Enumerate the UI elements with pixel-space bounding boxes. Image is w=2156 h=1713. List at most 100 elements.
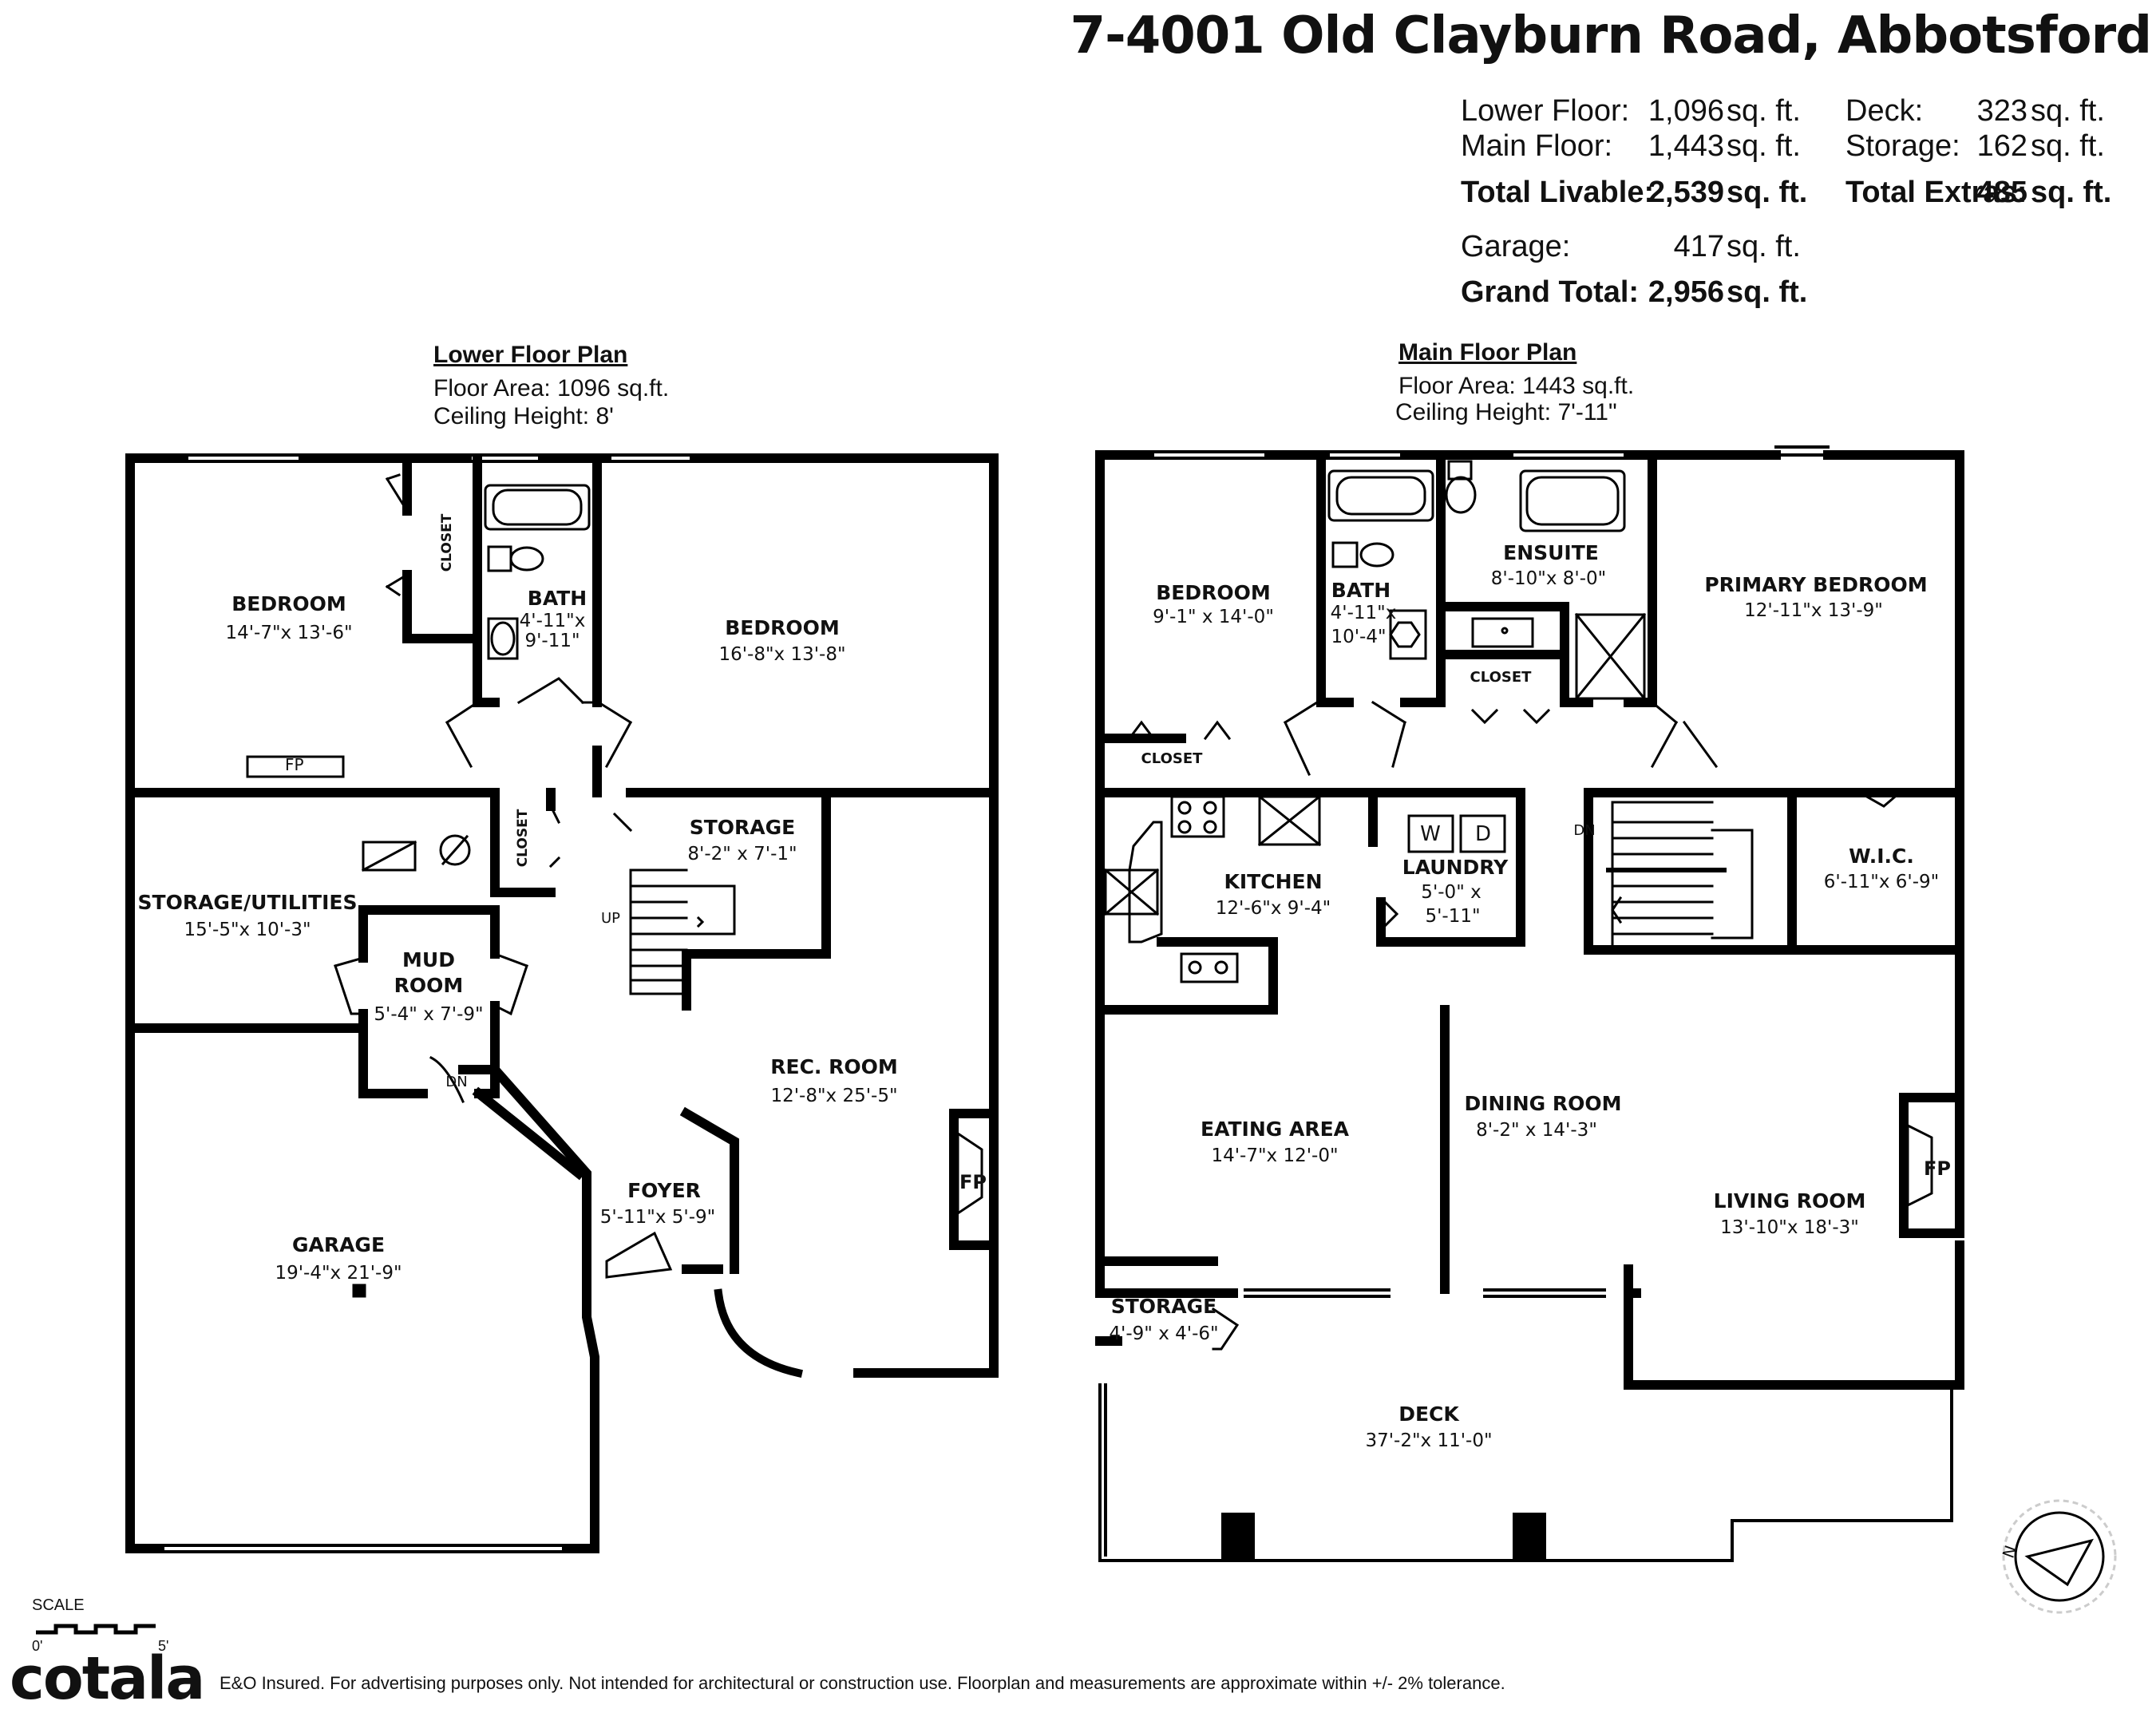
lower-plan-heading: Lower Floor Plan	[433, 342, 628, 368]
stat-label-storage: Storage:	[1845, 129, 1960, 163]
stairs-down-label: DN	[1573, 822, 1596, 839]
fireplace-label: FP	[959, 1171, 987, 1193]
lower-floor-fixtures	[246, 473, 983, 1378]
room-label: PRIMARY BEDROOM	[1704, 573, 1928, 596]
stat-value-lower-floor: 1,096	[1648, 94, 1724, 128]
room-dimensions: 12'-11"x 13'-9"	[1744, 600, 1883, 621]
stat-value-storage: 162	[1976, 129, 2027, 163]
stat-value-deck: 323	[1976, 94, 2027, 128]
room-label: BEDROOM	[1156, 581, 1271, 604]
stat-unit-storage: sq. ft.	[2031, 129, 2105, 163]
room-label: STORAGE/UTILITIES	[137, 891, 358, 914]
room-dimensions: 8'-10"x 8'-0"	[1490, 568, 1607, 589]
stat-unit-deck: sq. ft.	[2031, 94, 2105, 128]
stairs-up-label: UP	[600, 910, 621, 927]
room-label: DECK	[1398, 1402, 1459, 1426]
disclaimer: E&O Insured. For advertising purposes on…	[220, 1673, 1505, 1693]
stat-value-grand-total: 2,956	[1648, 275, 1724, 309]
stat-label-garage: Garage:	[1461, 230, 1571, 263]
deck-post	[1513, 1513, 1546, 1559]
room-dimensions: 15'-5"x 10'-3"	[184, 920, 311, 940]
stat-label-deck: Deck:	[1845, 94, 1924, 128]
room-dimensions: 5'-11"x 5'-9"	[599, 1207, 716, 1228]
room-dimensions: 8'-2" x 14'-3"	[1476, 1120, 1597, 1141]
deck-post	[1221, 1513, 1255, 1559]
room-dimensions: 4'-9" x 4'-6"	[1109, 1323, 1219, 1344]
room-label: KITCHEN	[1224, 870, 1323, 893]
room-label: BATH	[1331, 579, 1391, 602]
room-label: BEDROOM	[725, 616, 840, 639]
room-dimensions: 37'-2"x 11'-0"	[1365, 1430, 1493, 1451]
stat-unit-garage: sq. ft.	[1727, 230, 1801, 263]
room-dimensions: 9'-11"	[524, 631, 580, 651]
room-label: BEDROOM	[231, 592, 346, 615]
room-label: BATH	[527, 587, 587, 610]
fireplace-label: FP	[1924, 1157, 1951, 1180]
room-label: EATING AREA	[1200, 1118, 1350, 1141]
stat-unit-grand-total: sq. ft.	[1727, 275, 1808, 309]
room-label: FOYER	[627, 1179, 701, 1202]
scale-label: SCALE	[32, 1596, 85, 1614]
room-dimensions: 6'-11"x 6'-9"	[1823, 872, 1940, 892]
stat-value-garage: 417	[1673, 230, 1724, 263]
stat-value-main-floor: 1,443	[1648, 129, 1724, 163]
stat-unit-total-livable: sq. ft.	[1727, 176, 1808, 209]
stat-unit-main-floor: sq. ft.	[1727, 129, 1801, 163]
stairs-down-label: DN	[445, 1074, 468, 1090]
room-dimensions: 16'-8"x 13'-8"	[718, 644, 846, 665]
closet-label: CLOSET	[1470, 669, 1532, 686]
main-floor-fixtures	[1103, 460, 2117, 1614]
brand-logo: cotala	[10, 1644, 205, 1713]
closet-label: CLOSET	[1141, 750, 1203, 767]
room-dimensions: 8'-2" x 7'-1"	[687, 844, 797, 864]
lower-floor-windows	[158, 453, 995, 1553]
washer-label: W	[1420, 822, 1441, 846]
deck-outline	[1098, 1383, 1953, 1562]
main-plan-area: Floor Area: 1443 sq.ft.	[1398, 373, 1635, 399]
closet-label: CLOSET	[439, 513, 455, 572]
room-dimensions: 5'-4" x 7'-9"	[374, 1004, 484, 1025]
scale-max-label: 5'	[158, 1638, 169, 1654]
property-address: 7-4001 Old Clayburn Road, Abbotsford	[1070, 6, 2152, 65]
room-label: GARAGE	[291, 1233, 386, 1256]
closet-label: CLOSET	[515, 809, 531, 868]
main-floor-windows	[1148, 445, 1838, 1390]
stat-value-total-livable: 2,539	[1648, 176, 1724, 209]
room-dimensions: 14'-7"x 13'-6"	[225, 623, 353, 643]
lower-plan-area: Floor Area: 1096 sq.ft.	[433, 375, 670, 402]
stat-label-total-extras: Total Extras:	[1845, 176, 2027, 209]
room-label: STORAGE	[1110, 1295, 1217, 1318]
stat-label-total-livable: Total Livable:	[1461, 176, 1655, 209]
main-plan-heading: Main Floor Plan	[1398, 339, 1577, 366]
stat-unit-total-extras: sq. ft.	[2031, 176, 2112, 209]
room-label: ROOM	[394, 974, 464, 997]
scale-bar	[36, 1624, 156, 1635]
room-dimensions: 5'-11"	[1425, 906, 1481, 927]
room-label: DINING ROOM	[1464, 1092, 1622, 1115]
stat-label-grand-total: Grand Total:	[1461, 275, 1640, 309]
room-label: LAUNDRY	[1402, 856, 1509, 879]
room-dimensions: 12'-6"x 9'-4"	[1215, 898, 1331, 919]
dryer-label: D	[1474, 822, 1492, 846]
room-dimensions: 19'-4"x 21'-9"	[275, 1263, 402, 1284]
stat-label-main-floor: Main Floor:	[1461, 129, 1613, 163]
room-label: W.I.C.	[1849, 845, 1914, 868]
room-dimensions: 5'-0" x	[1421, 882, 1482, 903]
room-dimensions: 9'-1" x 14'-0"	[1153, 607, 1274, 627]
room-dimensions: 14'-7"x 12'-0"	[1211, 1145, 1339, 1166]
main-plan-ceiling: Ceiling Height: 7'-11"	[1395, 399, 1617, 425]
room-label: LIVING ROOM	[1713, 1189, 1866, 1213]
room-dimensions: 10'-4"	[1331, 627, 1387, 647]
main-floor-walls	[1095, 450, 1964, 1390]
room-dimensions: 12'-8"x 25'-5"	[770, 1086, 898, 1106]
stat-unit-lower-floor: sq. ft.	[1727, 94, 1801, 128]
room-label: MUD	[402, 948, 455, 971]
room-label: REC. ROOM	[770, 1055, 898, 1078]
room-label: ENSUITE	[1503, 541, 1599, 564]
fireplace-label: FP	[285, 755, 304, 774]
room-dimensions: 4'-11"x	[519, 611, 586, 631]
stat-value-total-extras: 485	[1976, 176, 2027, 209]
lower-plan-ceiling: Ceiling Height: 8'	[433, 403, 614, 429]
